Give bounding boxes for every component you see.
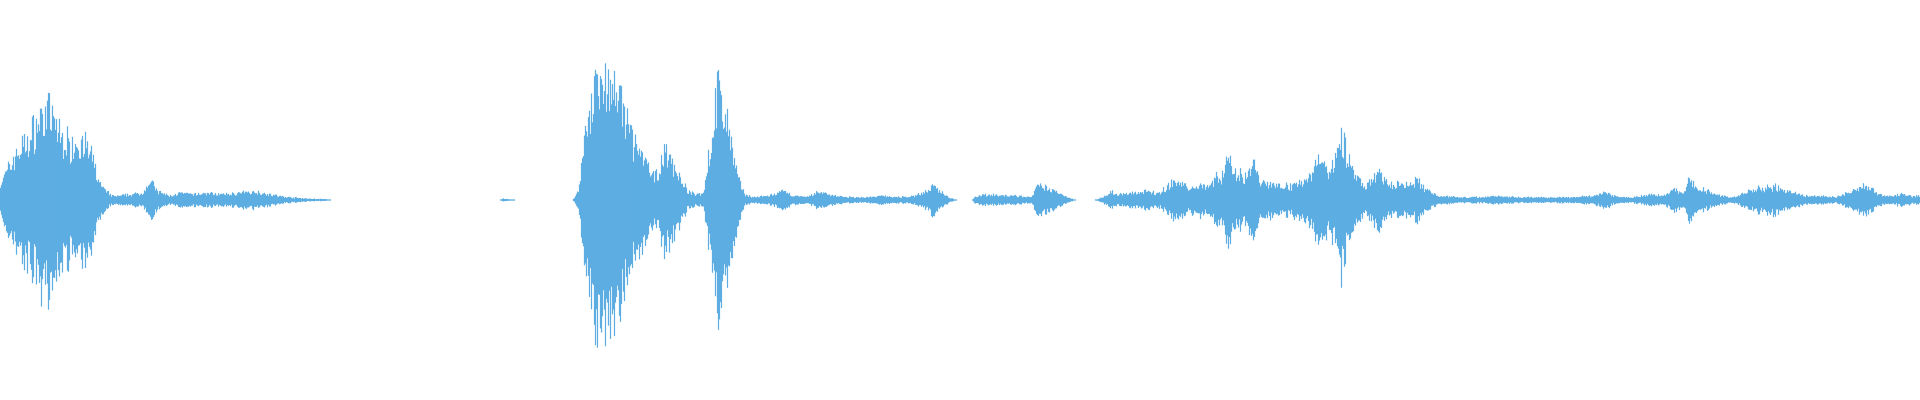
waveform-envelope <box>0 63 1920 348</box>
